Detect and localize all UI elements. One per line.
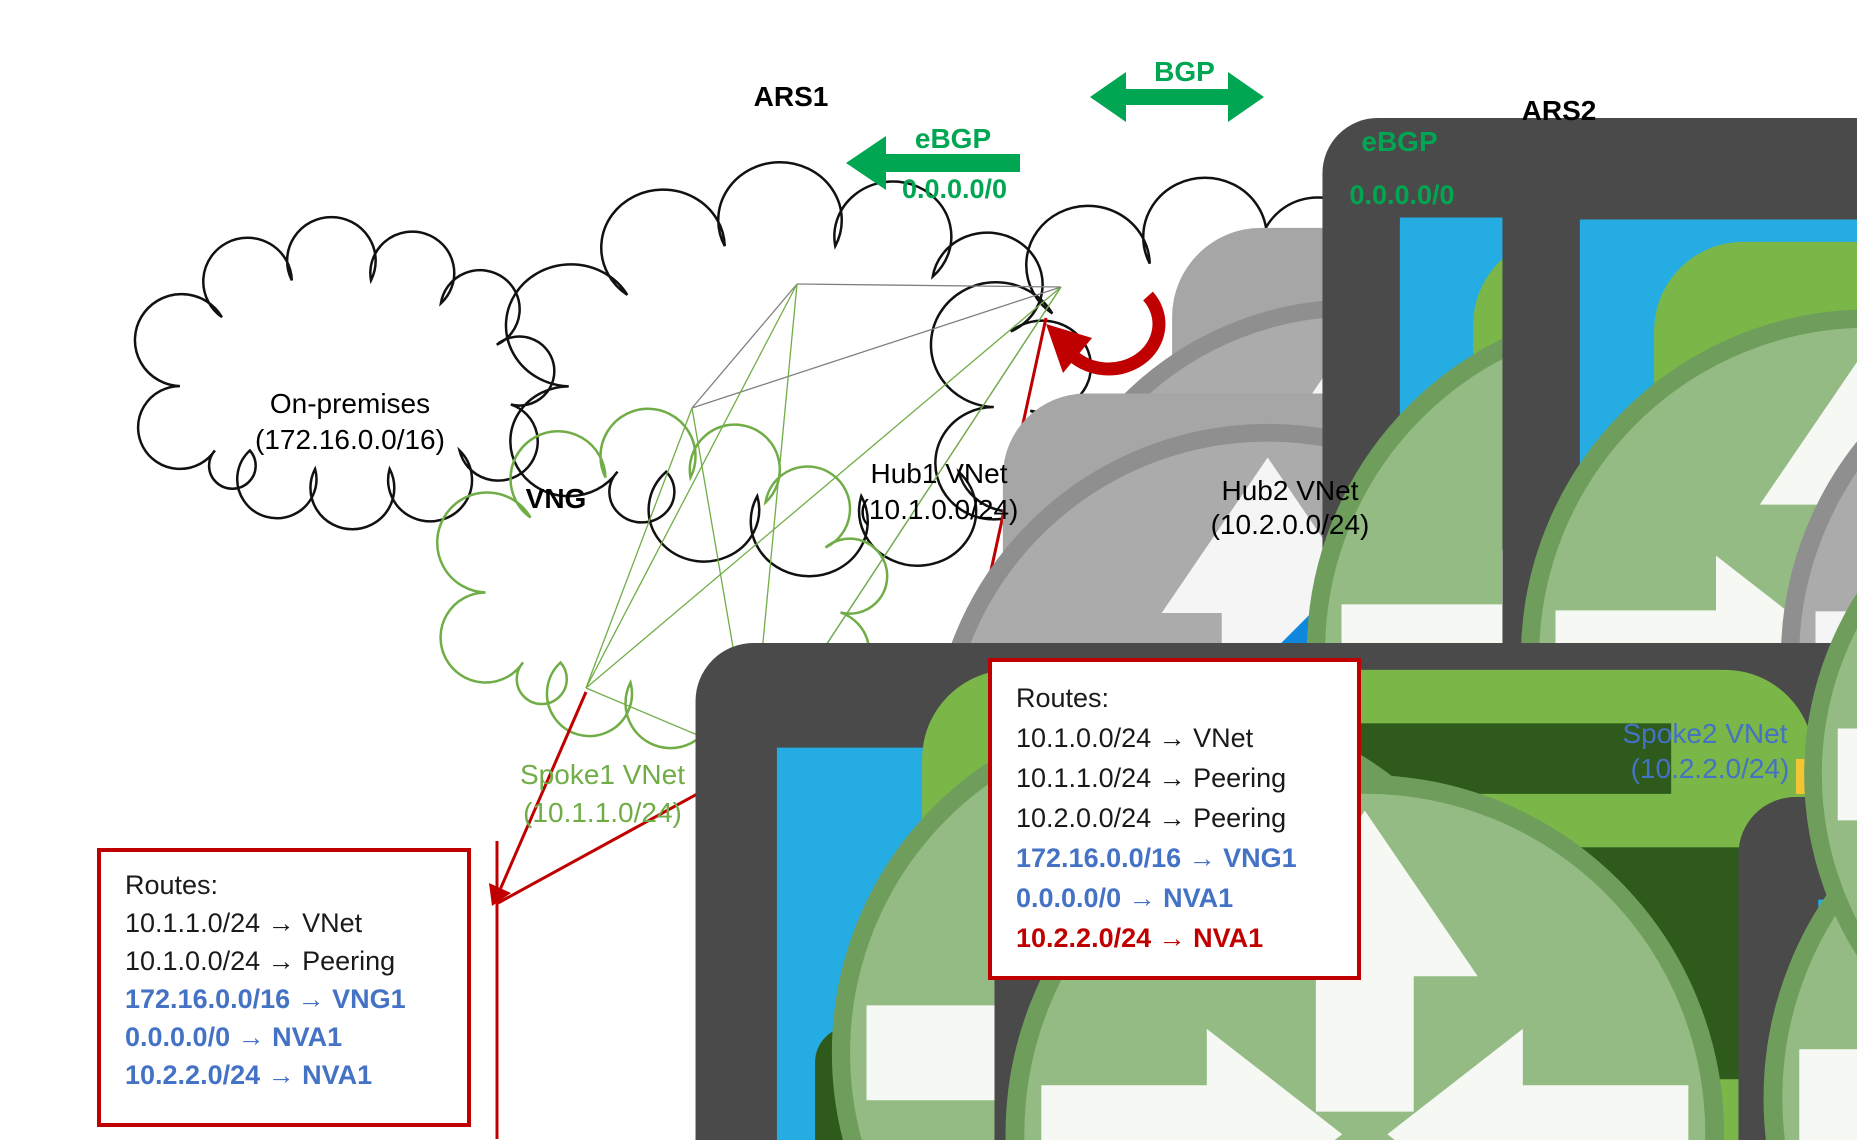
- spoke1-name: Spoke1 VNet: [520, 759, 685, 790]
- route-line: 10.1.1.0/24 → Peering: [1016, 763, 1287, 793]
- spoke1-cidr: (10.1.1.0/24): [523, 797, 682, 828]
- route-line: 0.0.0.0/0 → NVA1: [125, 1022, 343, 1052]
- ebgp-left-route-label: 0.0.0.0/0: [901, 174, 1008, 204]
- hub1-name: Hub1 VNet: [870, 458, 1008, 489]
- spoke2-cidr: (10.2.2.0/24): [1630, 753, 1790, 784]
- onprem-cidr: (172.16.0.0/16): [255, 424, 445, 455]
- nva2-label: NVA2: [1221, 139, 1306, 174]
- route-line: 10.2.0.0/24 → Peering: [1016, 803, 1287, 833]
- route-line: 10.2.2.0/24 → NVA1: [125, 1060, 373, 1090]
- routes-title: Routes:: [1016, 683, 1110, 713]
- red-arrowhead: [489, 883, 511, 906]
- hub2-cidr: (10.2.0.0/24): [1210, 509, 1370, 540]
- route-line: 0.0.0.0/0 → NVA1: [1016, 883, 1234, 913]
- ars2-label: ARS2: [1521, 95, 1597, 126]
- routes-box-hub1: Routes: 10.1.0.0/24 → VNet 10.1.1.0/24 →…: [988, 658, 1361, 980]
- spoke2-name: Spoke2 VNet: [1622, 718, 1788, 749]
- route-line: 10.1.0.0/24 → Peering: [125, 946, 396, 976]
- ebgp-left-label: eBGP: [914, 123, 992, 154]
- hub1-cidr: (10.1.0.0/24): [859, 494, 1019, 525]
- routes-title: Routes:: [125, 870, 219, 900]
- route-line: 172.16.0.0/16 → VNG1: [125, 984, 406, 1014]
- nva1-label: NVA1: [1041, 137, 1126, 172]
- ebgp-right-label: eBGP: [1361, 126, 1438, 157]
- route-line: 10.1.1.0/24 → VNet: [125, 908, 363, 938]
- red-uturn-arrow: [1046, 291, 1166, 376]
- route-line: 10.2.2.0/24 → NVA1: [1016, 923, 1264, 953]
- route-line: 10.1.0.0/24 → VNet: [1016, 723, 1254, 753]
- route-line: 172.16.0.0/16 → VNG1: [1016, 843, 1297, 873]
- bgp-label: BGP: [1154, 56, 1215, 87]
- onprem-name: On-premises: [269, 388, 431, 419]
- routes-box-spoke1: Routes: 10.1.1.0/24 → VNet 10.1.0.0/24 →…: [97, 848, 471, 1127]
- hub2-name: Hub2 VNet: [1221, 475, 1359, 506]
- vng-label: VNG: [525, 483, 587, 514]
- ebgp-left-arrow: [846, 136, 1020, 190]
- ebgp-right-route-label: 0.0.0.0/0: [1349, 180, 1455, 210]
- ars1-label: ARS1: [753, 81, 829, 112]
- bgp-double-arrow: [1090, 72, 1264, 122]
